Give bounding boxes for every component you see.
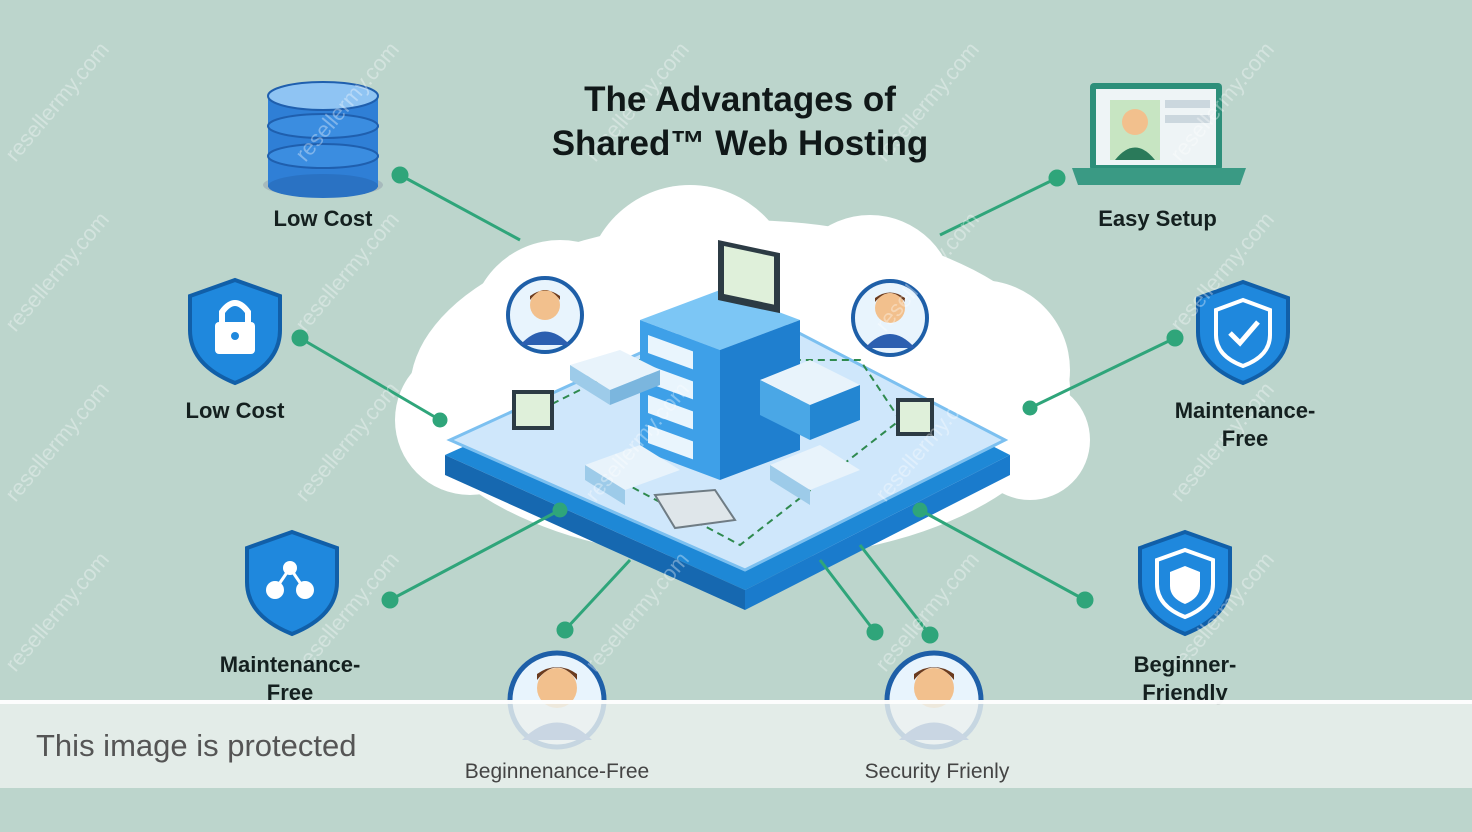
database-icon — [263, 81, 383, 198]
mini-server-right — [760, 360, 860, 440]
mini-server-front-left — [585, 445, 680, 505]
feature-label-bottom-center-right: Security Frienly — [864, 760, 1010, 783]
title-line-1: The Advantages of — [584, 80, 896, 119]
feature-label-bottom-center-left: Beginnenance-Free — [464, 760, 650, 783]
feature-label-bottom-left: Maintenance- Free — [219, 652, 361, 705]
protected-notice: This image is protected — [36, 728, 357, 763]
feature-label-top-left: Low Cost — [273, 206, 373, 231]
feature-label-bottom-right: Beginner- Friendly — [1133, 652, 1237, 705]
connector-lines — [291, 166, 1184, 644]
avatar-icon — [851, 279, 929, 357]
monitor-top — [718, 239, 780, 314]
laptop-on-platform — [653, 488, 737, 530]
title-line-2: Shared™ Web Hosting — [551, 124, 929, 163]
security-shield-icon — [1138, 529, 1232, 637]
diagram-title: The Advantages of Shared™ Web Hosting — [470, 78, 1010, 166]
monitor-left — [512, 390, 554, 430]
laptop-icon — [1072, 83, 1246, 185]
protection-overlay — [0, 700, 1472, 788]
mini-server-left — [570, 350, 660, 405]
monitor-right — [896, 398, 934, 436]
avatar-icon — [506, 276, 584, 354]
mini-server-front-right — [770, 445, 860, 505]
feature-label-top-right: Easy Setup — [1098, 206, 1217, 231]
feature-label-mid-left: Low Cost — [185, 398, 285, 423]
lock-shield-icon — [188, 277, 282, 386]
check-shield-icon — [1196, 279, 1290, 386]
network-shield-icon — [245, 529, 339, 637]
feature-label-mid-right: Maintenance- Free — [1174, 398, 1316, 451]
